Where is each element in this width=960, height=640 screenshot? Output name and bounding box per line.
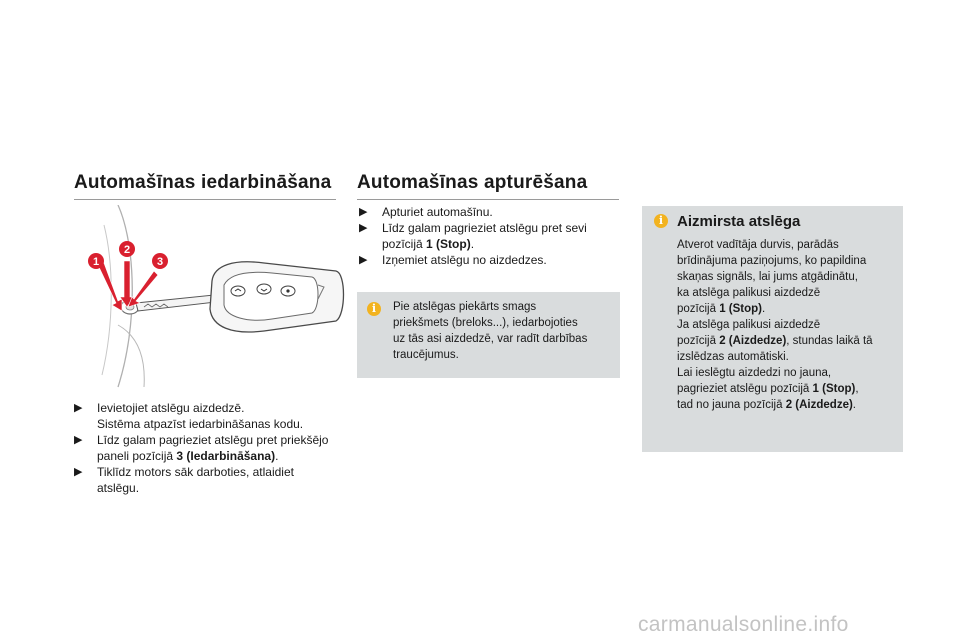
text-line: Ja atslēga palikusi aizdedzē	[677, 319, 821, 331]
bullet-arrow-icon: ▶	[359, 254, 368, 266]
text-line: pozīcijā	[677, 303, 720, 315]
text-line: Lai ieslēgtu aizdedzi no jauna,	[677, 367, 832, 379]
position-1-label: 1	[93, 256, 99, 268]
step-text: Tiklīdz motors sāk darboties, atlaidiet	[97, 465, 294, 479]
start-title-underline	[74, 199, 336, 200]
position-ref: 2 (Aizdedze)	[719, 335, 787, 347]
position-ref: 1 (Stop)	[719, 303, 762, 315]
note-line: Pie atslēgas piekārts smags	[393, 301, 537, 313]
stop-title-underline	[357, 199, 619, 200]
step-text: Izņemiet atslēgu no aizdedzes.	[382, 253, 547, 267]
step-text: paneli pozīcijā	[97, 449, 177, 463]
forgotten-key-title: Aizmirsta atslēga	[677, 213, 801, 230]
bullet-arrow-icon: ▶	[359, 222, 368, 234]
stop-section-title: Automašīnas apturēšana	[357, 172, 588, 193]
step-text-end: .	[275, 449, 279, 463]
text-line-end: .	[852, 399, 856, 411]
text-line: ka atslēga palikusi aizdedzē	[677, 287, 821, 299]
bullet-arrow-icon: ▶	[74, 466, 83, 478]
list-item: ▶ Izņemiet atslēgu no aizdedzes.	[359, 252, 629, 268]
note-line: priekšmets (breloks...), iedarbojoties	[393, 317, 578, 329]
bullet-arrow-icon: ▶	[74, 402, 83, 414]
position-ref: 1 (Stop)	[812, 383, 856, 395]
list-item: ▶ Tiklīdz motors sāk darboties, atlaidie…	[74, 464, 364, 496]
forgotten-key-box: i Aizmirsta atslēga Atverot vadītāja dur…	[642, 206, 903, 452]
step-text: Līdz galam pagrieziet atslēgu pret sevi	[382, 221, 587, 235]
bullet-arrow-icon: ▶	[74, 434, 83, 446]
text-line-end: .	[762, 303, 766, 315]
position-3-label: 3	[157, 256, 163, 268]
step-text: Ievietojiet atslēgu aizdedzē.	[97, 401, 245, 415]
text-line: brīdinājuma paziņojums, ko papildina	[677, 255, 867, 267]
text-line: skaņas signāls, lai jums atgādinātu,	[677, 271, 858, 283]
bullet-arrow-icon: ▶	[359, 206, 368, 218]
text-line-end: , stundas laikā tā	[786, 335, 873, 347]
list-item: ▶ Līdz galam pagrieziet atslēgu pret sev…	[359, 220, 629, 252]
text-line-end: ,	[855, 383, 859, 395]
note-line: traucējumus.	[393, 349, 459, 361]
list-item: ▶ Līdz galam pagrieziet atslēgu pret pri…	[74, 432, 364, 464]
info-icon: i	[654, 214, 668, 228]
start-steps-list: ▶ Ievietojiet atslēgu aizdedzē. Sistēma …	[74, 400, 364, 496]
step-text: atslēgu.	[97, 481, 140, 495]
step-text: pozīcijā	[382, 237, 427, 251]
start-section-title: Automašīnas iedarbināšana	[74, 172, 332, 193]
stop-steps-list: ▶ Apturiet automašīnu. ▶ Līdz galam pagr…	[359, 204, 629, 268]
note-line: uz tās asi aizdedzē, var radīt darbības	[393, 333, 588, 345]
list-item: ▶ Ievietojiet atslēgu aizdedzē. Sistēma …	[74, 400, 364, 432]
list-item: ▶ Apturiet automašīnu.	[359, 204, 629, 220]
position-ref: 3 (Iedarbināšana)	[176, 449, 276, 463]
text-line: pagrieziet atslēgu pozīcijā	[677, 383, 813, 395]
step-text: Sistēma atpazīst iedarbināšanas kodu.	[97, 417, 304, 431]
step-text: Apturiet automašīnu.	[382, 205, 493, 219]
text-line: pozīcijā	[677, 335, 720, 347]
position-ref: 1 (Stop)	[426, 237, 471, 251]
step-text-end: .	[470, 237, 475, 251]
step-text: Līdz galam pagrieziet atslēgu pret priek…	[97, 433, 329, 447]
forgotten-key-text: Atverot vadītāja durvis, parādās brīdinā…	[677, 237, 901, 413]
keyring-note-text: Pie atslēgas piekārts smags priekšmets (…	[393, 299, 618, 363]
position-ref: 2 (Aizdedze)	[785, 399, 853, 411]
text-line: tad no jauna pozīcijā	[677, 399, 786, 411]
info-icon: i	[367, 302, 381, 316]
position-2-label: 2	[124, 244, 130, 256]
watermark-text: carmanualsonline.info	[638, 613, 849, 636]
ignition-key-illustration: 1 2 3	[88, 205, 345, 388]
keyring-note-box: i Pie atslēgas piekārts smags priekšmets…	[357, 292, 620, 378]
text-line: Atverot vadītāja durvis, parādās	[677, 239, 839, 251]
text-line: izslēdzas automātiski.	[677, 351, 789, 363]
